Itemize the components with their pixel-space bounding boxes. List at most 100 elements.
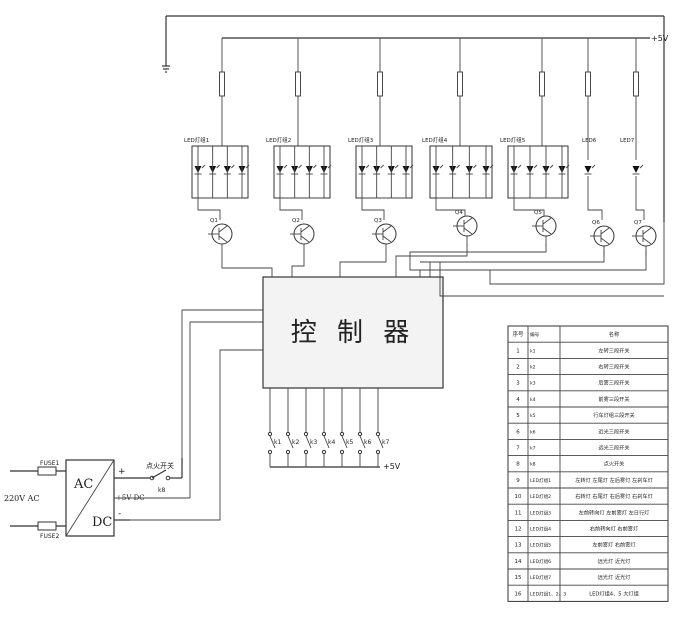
ignition-switch-id: k8	[158, 487, 165, 494]
resistor	[633, 71, 639, 97]
controller-label: 控 制 器	[291, 318, 416, 348]
controller-box: 控 制 器	[262, 276, 444, 389]
table-cell-index: 16	[515, 591, 522, 597]
table-cell-index: 2	[516, 365, 520, 371]
table-cell-name: 左转灯 左尾灯 左后雾灯 左刹车灯	[575, 476, 653, 484]
table-cell-index: 4	[516, 397, 520, 403]
table-cell-index: 3	[516, 381, 520, 387]
table-cell-index: 序号	[512, 330, 524, 338]
table-cell-name: 右转三段开关	[598, 363, 629, 371]
component-table: 序号编号 名称 1 k1 左转三段开关 2 k2 右转三段开关 3 k3 后雾三段开关 4 k4 前雾三段…	[507, 325, 669, 602]
led-group-label: LED6	[582, 138, 597, 144]
table-cell-name: 远光三段开关	[598, 444, 629, 452]
table-cell-code: k3	[530, 381, 536, 387]
led-diode-icon	[632, 166, 640, 173]
key-label: k6	[364, 439, 371, 446]
table-row: 4 k4 前雾三段开关	[516, 395, 629, 403]
table-cell-code: LED灯组2	[530, 493, 551, 500]
table-header: 序号编号 名称	[512, 330, 619, 338]
table-cell-index: 13	[515, 543, 522, 549]
top-rail-label: +5V	[651, 34, 669, 43]
key-switch-k2[interactable]: k2	[285, 388, 299, 467]
top-rails: +5V	[162, 15, 669, 222]
ac-label: AC	[73, 477, 93, 492]
table-cell-code: LED灯组1	[530, 477, 551, 484]
controller-input-wiring	[221, 222, 665, 297]
key-switch-k5[interactable]: k5	[339, 388, 353, 467]
input-voltage-label: 220V AC	[4, 494, 40, 503]
table-cell-index: 9	[516, 478, 520, 484]
led-group-label: LED灯组2	[266, 136, 291, 144]
table-cell-name: 右转灯 右尾灯 右后雾灯 右刹车灯	[575, 492, 653, 500]
transistor-label: Q2	[292, 218, 300, 224]
transistor-label: Q1	[210, 218, 218, 224]
table-cell-code: LED灯组7	[530, 574, 551, 581]
resistor	[457, 71, 463, 97]
led-groups: LED灯组1Q1LED灯组2Q2LED灯组3Q3LED灯组4Q4LED灯组5Q5…	[184, 38, 657, 256]
table-cell-code: k1	[530, 348, 536, 354]
key-switch-k6[interactable]: k6	[357, 388, 371, 467]
plus-label: +	[118, 467, 126, 477]
table-cell-code: k2	[530, 365, 536, 371]
led-group-label: LED灯组4	[422, 136, 448, 144]
dc-label: DC	[92, 515, 112, 530]
table-cell-index: 15	[515, 575, 522, 581]
table-cell-code: k8	[530, 462, 536, 468]
table-cell-name: 左前雾灯 右前雾灯	[592, 541, 635, 549]
table-cell-index: 1	[516, 348, 520, 354]
resistor	[295, 71, 301, 97]
table-cell-code: k4	[530, 397, 536, 403]
table-cell-index: 6	[516, 429, 520, 435]
table-cell-name: 前雾三段开关	[598, 395, 629, 403]
key-switch-k1[interactable]: k1	[267, 388, 281, 467]
table-cell-code: LED灯组4	[530, 526, 551, 533]
table-row: 13 LED灯组5 左前雾灯 右前雾灯	[515, 541, 636, 549]
table-cell-name: 名称	[609, 330, 619, 338]
table-cell-code: LED灯组6	[530, 558, 551, 565]
table-cell-index: 7	[516, 446, 520, 452]
table-cell-code: k5	[530, 413, 536, 419]
led-group-label: LED7	[620, 138, 635, 144]
table-cell-name: 左转三段开关	[598, 346, 629, 354]
table-row: 3 k3 后雾三段开关	[516, 379, 629, 387]
transistor-label: Q5	[534, 210, 542, 216]
key-label: k4	[328, 439, 335, 446]
table-cell-name: 行车灯组三段开关	[593, 411, 635, 419]
key-switch-k7[interactable]: k7	[375, 388, 389, 467]
table-cell-code: 编号	[530, 331, 540, 338]
table-cell-name: 后雾三段开关	[598, 379, 629, 387]
led-group-label: LED灯组1	[184, 136, 209, 144]
table-cell-code: k7	[530, 446, 536, 452]
table-cell-code: LED灯组3	[530, 509, 551, 516]
power-supply: FUSE1 FUSE2 220V AC AC DC + - +5V DC 点火开…	[4, 458, 190, 540]
table-row: 1 k1 左转三段开关	[516, 346, 629, 354]
table-cell-code: LED灯组5	[530, 542, 551, 549]
controller-power-wiring	[130, 309, 263, 521]
transistor-label: Q3	[374, 218, 382, 224]
minus-label: -	[118, 509, 121, 519]
led-diode-icon	[584, 166, 592, 173]
key-supply-label: +5V	[383, 462, 401, 471]
transistor-label: Q4	[455, 210, 463, 216]
key-label: k3	[310, 439, 317, 446]
table-cell-name: 远光灯 近光灯	[598, 557, 631, 565]
table-cell-name: LED灯组4、5 大灯组	[589, 589, 639, 597]
transistor-label: Q6	[592, 220, 600, 226]
key-switch-k4[interactable]: k4	[321, 388, 335, 467]
table-cell-name: 左前转向灯 左前雾灯 左日行灯	[579, 508, 650, 516]
table-row: 7 k7 远光三段开关	[516, 444, 629, 452]
key-switch-k3[interactable]: k3	[303, 388, 317, 467]
key-label: k7	[382, 439, 389, 446]
